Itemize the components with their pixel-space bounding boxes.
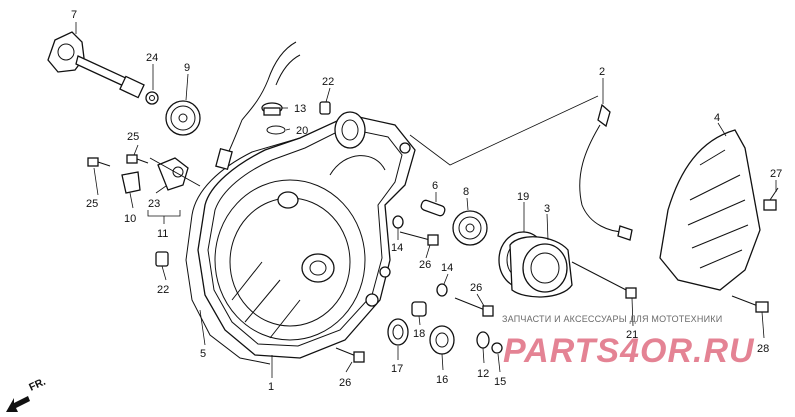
callout-16: 16: [436, 374, 448, 386]
pin-6: [420, 199, 446, 217]
bolt-26-right: [454, 297, 494, 317]
housing-3: [509, 236, 573, 298]
leader-line-cable: [409, 95, 599, 166]
watermark: ЗАПЧАСТИ И АКСЕССУАРЫ ДЛЯ МОТОТЕХНИКИ PA…: [502, 314, 755, 370]
callout-27: 27: [770, 168, 782, 180]
callout-15: 15: [494, 376, 506, 388]
callout-23: 23: [148, 198, 160, 210]
drive-shaft-sprocket: [47, 31, 145, 99]
callout-22-left: 22: [157, 284, 169, 296]
callout-26-right: 26: [470, 282, 482, 294]
callout-5: 5: [200, 348, 206, 360]
clip-15: [491, 342, 503, 354]
callout-20: 20: [296, 125, 308, 137]
callout-14-top: 14: [391, 242, 403, 254]
callout-24: 24: [146, 52, 158, 64]
dowel-pin-top: [319, 101, 331, 115]
callout-1: 1: [268, 381, 274, 393]
washer-14-top: [392, 215, 404, 229]
callout-22-top: 22: [322, 76, 334, 88]
bolt-26-bottom: [335, 347, 365, 363]
sprocket-cover-4: [659, 129, 761, 291]
callout-2: 2: [599, 66, 605, 78]
callout-26-mid: 26: [419, 259, 431, 271]
callout-19: 19: [517, 191, 529, 203]
callout-13: 13: [294, 103, 306, 115]
oil-plug: [261, 102, 283, 116]
bolt-25-top: [126, 154, 149, 164]
front-marker-label: FR.: [27, 376, 47, 394]
bolt-25-left: [87, 157, 111, 167]
callout-11: 11: [157, 228, 168, 240]
callout-4: 4: [714, 112, 720, 124]
long-bolt-21: [571, 261, 637, 299]
washer-12: [476, 331, 490, 349]
callout-26-bottom: 26: [339, 377, 351, 389]
dowel-pin-left: [155, 251, 169, 267]
bushing-18: [411, 301, 427, 317]
callout-8: 8: [463, 186, 469, 198]
washer-14-lower: [436, 283, 448, 297]
callout-25-top: 25: [127, 131, 139, 143]
callout-10: 10: [124, 213, 136, 225]
sensor-wiring: [215, 41, 301, 171]
seal-17: [387, 318, 409, 346]
arm-23: [149, 157, 201, 191]
callout-12: 12: [477, 368, 489, 380]
callout-labels: 7 24 9 22 13 20 25 25 10 23 11 22 5 1 26…: [71, 9, 782, 393]
front-direction-marker: FR.: [6, 376, 48, 412]
bracket-10: [121, 171, 141, 194]
gear-8: [452, 210, 488, 246]
watermark-caption: ЗАПЧАСТИ И АКСЕССУАРЫ ДЛЯ МОТОТЕХНИКИ: [502, 314, 722, 324]
cable-2: [579, 103, 633, 241]
engine-side-cover: [197, 111, 416, 359]
bolt-26-mid: [399, 231, 439, 246]
callout-3: 3: [544, 203, 550, 215]
watermark-logo: PARTS4OR.RU: [503, 332, 755, 370]
bolt-27: [763, 187, 779, 211]
seal-16: [429, 325, 455, 355]
callout-7: 7: [71, 9, 77, 21]
callout-25-left: 25: [86, 198, 98, 210]
bolt-28: [731, 295, 769, 313]
callout-9: 9: [184, 62, 190, 74]
leader-lines: [75, 22, 777, 378]
callout-14-lower: 14: [441, 262, 453, 274]
callout-18: 18: [413, 328, 425, 340]
callout-6: 6: [432, 180, 438, 192]
callout-17: 17: [391, 363, 403, 375]
callout-28: 28: [757, 343, 769, 355]
gear-9: [165, 100, 201, 136]
callout-21: 21: [626, 329, 638, 341]
o-ring-20: [266, 125, 286, 135]
washer-24: [145, 91, 159, 105]
